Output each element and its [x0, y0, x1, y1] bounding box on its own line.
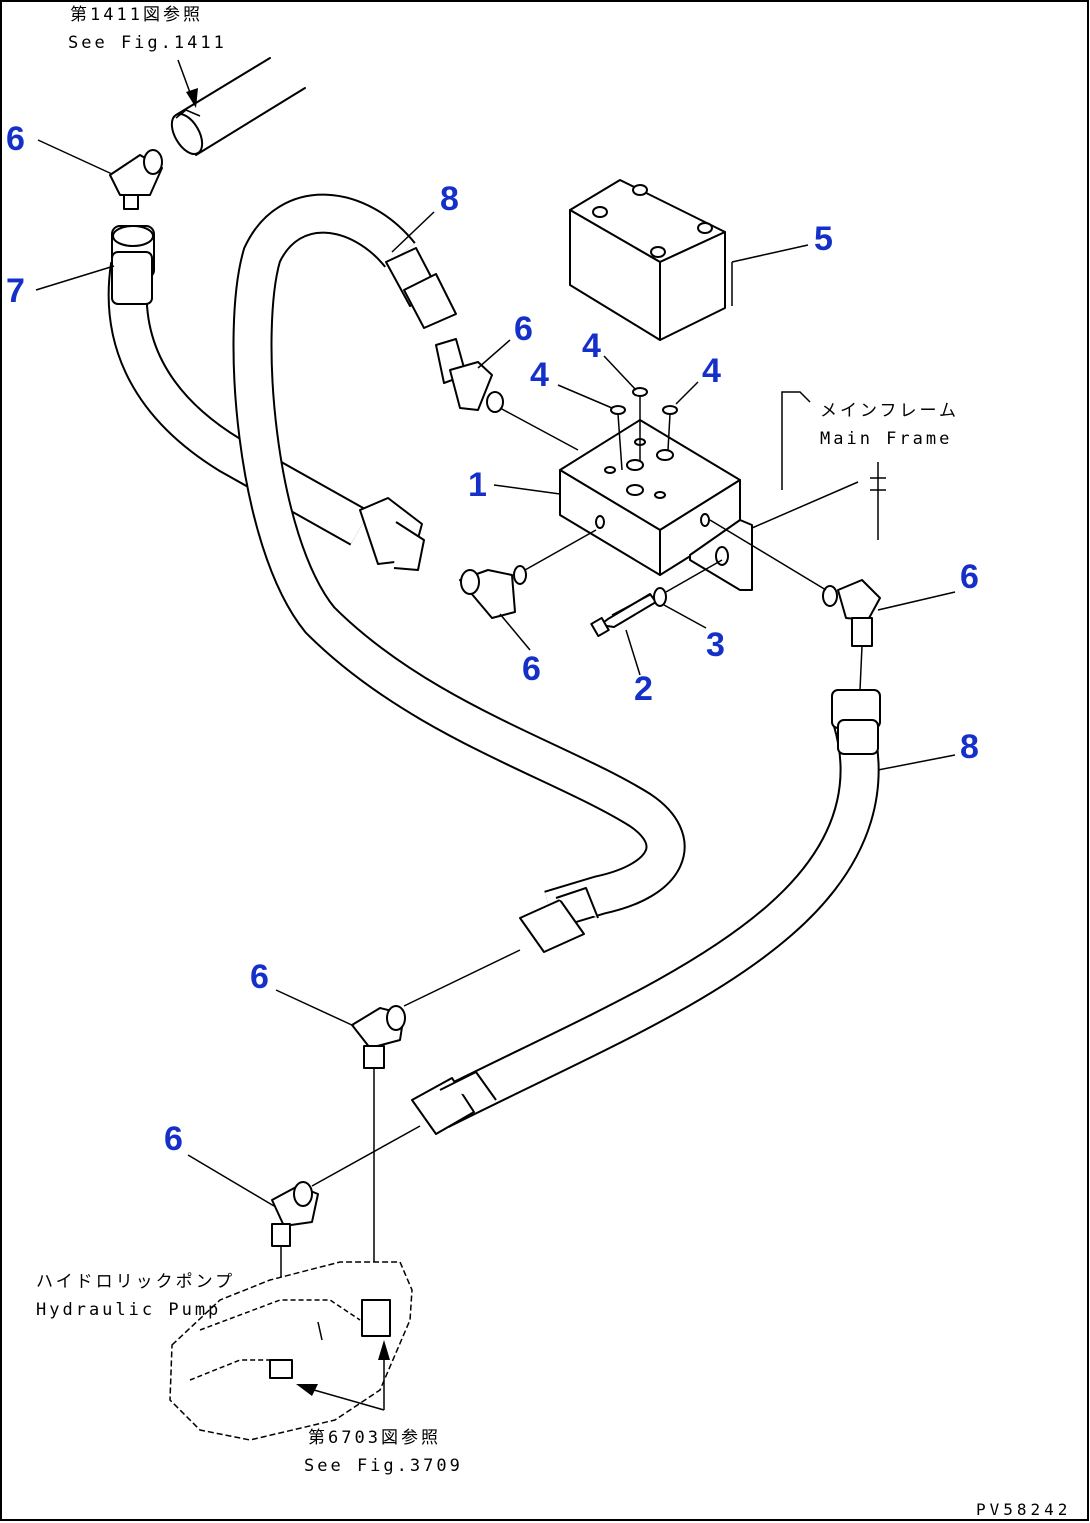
hose-8-lower — [411, 689, 881, 1135]
elbow-6-right — [709, 519, 881, 691]
hydraulic-pump — [169, 1261, 413, 1441]
callout-6-lower-a: 6 — [250, 958, 269, 996]
callout-4-right: 4 — [702, 352, 721, 390]
drawing-code: PV58242 — [976, 1500, 1071, 1519]
note-bottom-jp: 第6703図参照 — [308, 1428, 441, 1448]
callout-3: 3 — [706, 626, 725, 664]
note-top-en: See Fig.1411 — [68, 33, 227, 53]
valve-block — [559, 419, 753, 591]
callout-4-left: 4 — [530, 356, 549, 394]
main-frame-symbol — [751, 391, 886, 540]
bolt-2 — [590, 593, 657, 638]
callout-1: 1 — [468, 466, 487, 504]
note-pump-en: Hydraulic Pump — [36, 1300, 221, 1320]
callout-5: 5 — [814, 220, 833, 258]
callout-4-middle: 4 — [582, 327, 601, 365]
top-note-arrowhead — [186, 88, 198, 108]
elbow-6-upper-mid — [435, 338, 579, 451]
note-bottom-en: See Fig.3709 — [304, 1456, 463, 1476]
pipe-top — [170, 57, 306, 156]
hose-8-upper — [232, 193, 686, 953]
elbow-6-lower-b — [271, 1125, 421, 1360]
note-frame-en: Main Frame — [820, 429, 952, 449]
leader-lines — [35, 139, 956, 1207]
note-top-jp: 第1411図参照 — [70, 5, 203, 25]
callout-8-lower: 8 — [960, 728, 979, 766]
note-pump-jp: ハイドロリックポンプ — [36, 1272, 235, 1292]
elbow-6-lower-mid — [459, 529, 597, 619]
hose-7 — [107, 225, 425, 571]
callout-6-lower-b: 6 — [164, 1120, 183, 1158]
elbow-6-lower-a — [351, 949, 521, 1300]
o-rings-4 — [610, 387, 678, 471]
callout-6-top: 6 — [6, 120, 25, 158]
elbow-6-top — [109, 149, 163, 210]
callout-6-right: 6 — [960, 558, 979, 596]
plate-5 — [569, 179, 726, 341]
callout-2: 2 — [634, 670, 653, 708]
callout-6-upper-mid: 6 — [514, 310, 533, 348]
callout-6-lower-mid: 6 — [522, 650, 541, 688]
note-frame-jp: メインフレーム — [820, 401, 959, 421]
callout-7: 7 — [6, 272, 25, 310]
washer-3 — [653, 559, 723, 607]
callout-8-upper: 8 — [440, 180, 459, 218]
